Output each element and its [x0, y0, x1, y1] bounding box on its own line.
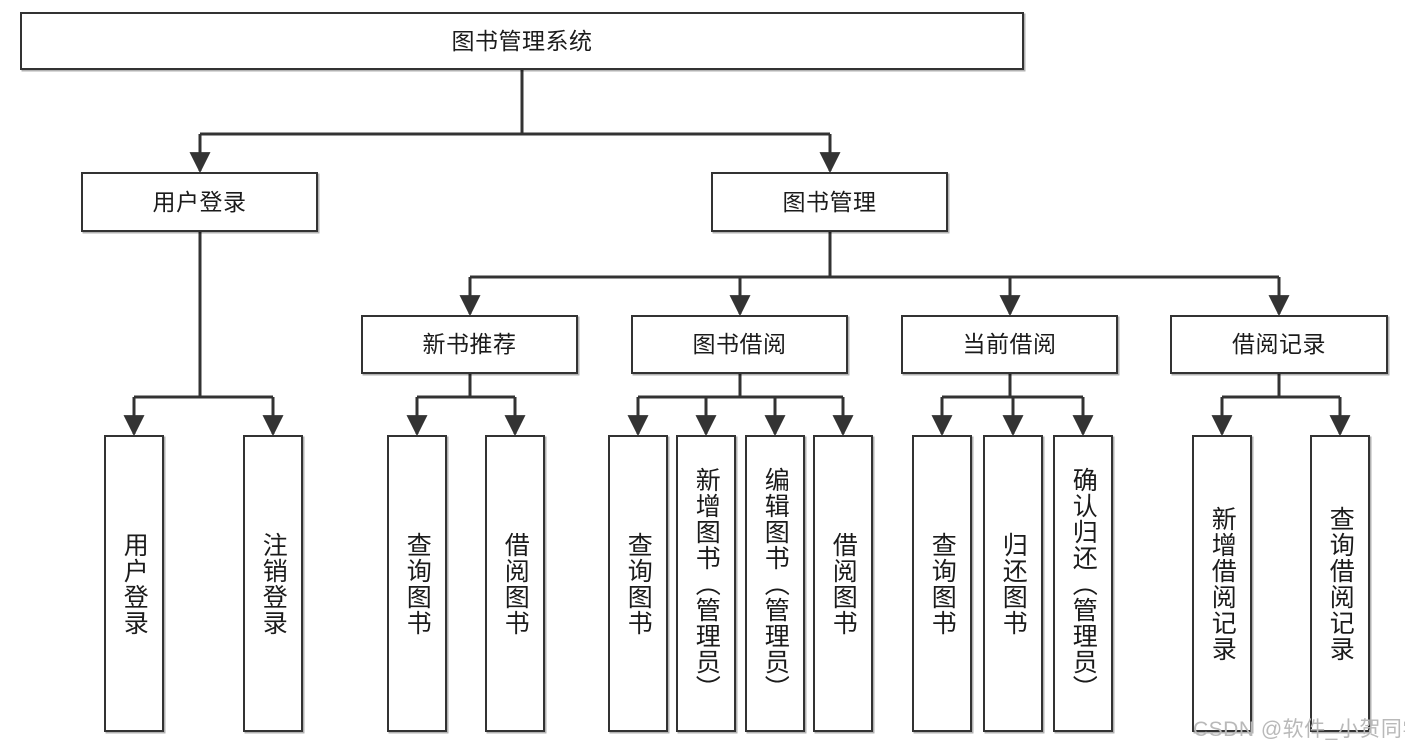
node-label: 查询图书: [928, 531, 957, 636]
node-label: 查询图书: [403, 531, 432, 636]
node-l-addrec[interactable]: 新增借阅记录: [1192, 435, 1252, 732]
node-l-login[interactable]: 用户登录: [104, 435, 164, 732]
node-records[interactable]: 借阅记录: [1170, 315, 1388, 374]
node-l-add[interactable]: 新增图书（管理员）: [676, 435, 736, 732]
node-label: 新增借阅记录: [1208, 505, 1237, 662]
node-l-qrec[interactable]: 查询借阅记录: [1310, 435, 1370, 732]
node-l-q2[interactable]: 查询图书: [608, 435, 668, 732]
node-borrow[interactable]: 图书借阅: [631, 315, 848, 374]
node-label: 当前借阅: [962, 331, 1057, 358]
node-label: 图书管理: [782, 188, 877, 215]
node-l-ret[interactable]: 归还图书: [983, 435, 1043, 732]
node-label: 借阅图书: [501, 531, 530, 636]
node-label: 查询图书: [624, 531, 653, 636]
node-l-b2[interactable]: 借阅图书: [813, 435, 873, 732]
node-label: 借阅图书: [829, 531, 858, 636]
node-label: 借阅记录: [1232, 331, 1326, 358]
node-login[interactable]: 用户登录: [81, 172, 318, 232]
node-l-logout[interactable]: 注销登录: [243, 435, 303, 732]
node-label: 注销登录: [259, 531, 288, 636]
node-label: 图书借阅: [692, 331, 787, 358]
node-label: 用户登录: [120, 531, 149, 636]
node-label: 归还图书: [999, 531, 1028, 636]
node-newrec[interactable]: 新书推荐: [361, 315, 578, 374]
node-l-conf[interactable]: 确认归还（管理员）: [1053, 435, 1113, 732]
node-label: 新增图书（管理员）: [692, 466, 721, 701]
node-root[interactable]: 图书管理系统: [20, 12, 1024, 70]
watermark: CSDN @软件_小贺同学: [1193, 718, 1405, 741]
node-bookmgmt[interactable]: 图书管理: [711, 172, 948, 232]
node-label: 新书推荐: [422, 331, 517, 358]
node-label: 确认归还（管理员）: [1069, 466, 1098, 701]
node-l-edit[interactable]: 编辑图书（管理员）: [745, 435, 805, 732]
node-l-q1[interactable]: 查询图书: [387, 435, 447, 732]
node-l-q3[interactable]: 查询图书: [912, 435, 972, 732]
node-label: 编辑图书（管理员）: [761, 466, 790, 701]
node-current[interactable]: 当前借阅: [901, 315, 1118, 374]
node-label: 图书管理系统: [451, 27, 593, 54]
node-label: 用户登录: [152, 188, 247, 215]
node-l-b1[interactable]: 借阅图书: [485, 435, 545, 732]
node-label: 查询借阅记录: [1326, 505, 1355, 662]
